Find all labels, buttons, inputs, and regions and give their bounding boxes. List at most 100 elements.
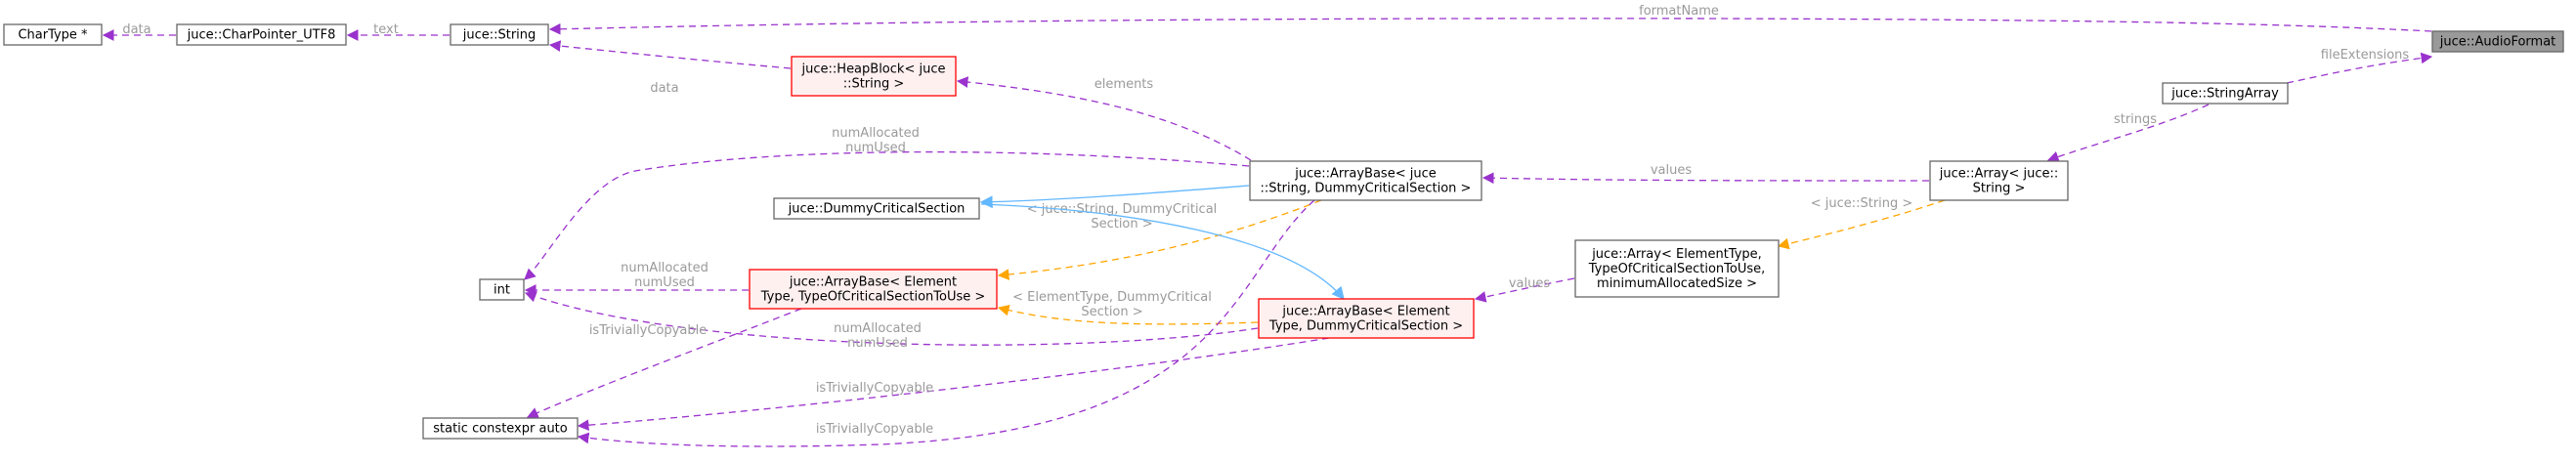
node-label: juce::Array< ElementType, bbox=[1591, 247, 1762, 262]
node-static_constexpr[interactable]: static constexpr auto bbox=[422, 417, 579, 440]
node-string[interactable]: juce::String bbox=[450, 23, 549, 46]
edge-usage-e20: isTriviallyCopyable bbox=[577, 199, 1315, 447]
node-charpointer[interactable]: juce::CharPointer_UTF8 bbox=[176, 23, 347, 46]
edge-template-e12: < juce::String > bbox=[1777, 196, 1946, 250]
edge-label: values bbox=[1509, 276, 1551, 291]
edge-usage-e2: fileExtensions bbox=[2286, 48, 2433, 84]
edge-label: numAllocated bbox=[832, 126, 920, 141]
node-chartype[interactable]: CharType * bbox=[3, 23, 103, 46]
edge-line bbox=[997, 199, 1322, 280]
edge-label: Section > bbox=[1091, 217, 1152, 232]
node-box bbox=[791, 56, 957, 97]
node-arraybase_generic[interactable]: juce::ArrayBase< ElementType, TypeOfCrit… bbox=[749, 269, 998, 310]
edge-label: strings bbox=[2114, 112, 2157, 127]
edge-label: numAllocated bbox=[834, 321, 922, 336]
edge-line bbox=[2286, 52, 2433, 84]
node-label: juce::ArrayBase< Element bbox=[1281, 305, 1449, 319]
node-int[interactable]: int bbox=[479, 278, 525, 301]
edge-line bbox=[577, 199, 1315, 447]
node-arraybase_string[interactable]: juce::ArrayBase< juce::String, DummyCrit… bbox=[1249, 160, 1482, 201]
node-box bbox=[1258, 298, 1475, 339]
node-box bbox=[749, 269, 998, 310]
edge-label: numUsed bbox=[847, 336, 908, 351]
edge-label: isTriviallyCopyable bbox=[816, 422, 933, 437]
node-label: int bbox=[494, 283, 510, 298]
node-label: CharType * bbox=[18, 28, 88, 43]
node-label: juce::ArrayBase< Element bbox=[789, 275, 957, 290]
node-box bbox=[3, 23, 103, 46]
node-box bbox=[2162, 82, 2289, 105]
edge-line bbox=[1481, 172, 1930, 185]
edge-label: < ElementType, DummyCritical bbox=[1012, 290, 1212, 305]
edge-usage-e6: elements bbox=[956, 76, 1252, 161]
edge-line bbox=[526, 308, 802, 419]
node-label: juce::DummyCriticalSection bbox=[788, 202, 966, 217]
node-dummycs[interactable]: juce::DummyCriticalSection bbox=[773, 197, 980, 220]
node-label: juce::String bbox=[462, 28, 537, 43]
edge-label: Section > bbox=[1081, 305, 1142, 319]
node-label: juce::Array< juce:: bbox=[1939, 167, 2059, 182]
node-stringarray[interactable]: juce::StringArray bbox=[2162, 82, 2289, 105]
edge-line bbox=[956, 76, 1252, 161]
edge-line bbox=[577, 337, 1330, 432]
edge-line bbox=[1474, 277, 1575, 303]
node-label: minimumAllocatedSize > bbox=[1597, 276, 1757, 291]
node-label: juce::AudioFormat bbox=[2439, 35, 2556, 50]
edge-line bbox=[524, 150, 1250, 280]
edge-label: < juce::String > bbox=[1811, 196, 1913, 211]
node-label: juce::ArrayBase< juce bbox=[1294, 167, 1436, 182]
node-box bbox=[479, 278, 525, 301]
node-box bbox=[422, 417, 579, 440]
edge-template-e11: < juce::String, DummyCriticalSection > bbox=[997, 199, 1322, 280]
edge-label: formatName bbox=[1639, 4, 1719, 19]
edge-usage-e18: isTriviallyCopyable bbox=[526, 308, 802, 419]
edge-line bbox=[2046, 104, 2210, 163]
node-label: juce::StringArray bbox=[2170, 87, 2279, 102]
edge-line bbox=[524, 291, 1259, 346]
edge-label: values bbox=[1651, 163, 1693, 178]
edge-template-e15: < ElementType, DummyCriticalSection > bbox=[997, 290, 1259, 325]
edge-usage-e16: values bbox=[1474, 276, 1575, 303]
edge-usage-e8: values bbox=[1481, 163, 1930, 185]
node-box bbox=[1929, 160, 2069, 201]
edge-label: text bbox=[373, 22, 399, 37]
edge-line bbox=[997, 304, 1259, 325]
edge-line bbox=[979, 185, 1250, 209]
edge-label: elements bbox=[1095, 77, 1154, 92]
edge-label: numUsed bbox=[634, 275, 695, 290]
node-box bbox=[773, 197, 980, 220]
edge-line bbox=[548, 40, 792, 69]
node-arraybase_element[interactable]: juce::ArrayBase< ElementType, DummyCriti… bbox=[1258, 298, 1475, 339]
edge-label: numAllocated bbox=[621, 261, 708, 275]
edge-line bbox=[1777, 199, 1946, 250]
node-box bbox=[1249, 160, 1482, 201]
edge-label: fileExtensions bbox=[2321, 48, 2410, 63]
edge-label: numUsed bbox=[845, 141, 906, 155]
node-label: Type, DummyCriticalSection > bbox=[1268, 319, 1463, 334]
node-label: ::String > bbox=[843, 77, 905, 92]
edge-label: isTriviallyCopyable bbox=[589, 323, 707, 338]
node-box bbox=[1574, 239, 1780, 298]
edge-usage-e3: text bbox=[346, 22, 450, 41]
node-audioformat[interactable]: juce::AudioFormat bbox=[2431, 30, 2564, 53]
edge-usage-e1: formatName bbox=[548, 4, 2432, 35]
edge-label: isTriviallyCopyable bbox=[816, 381, 933, 396]
node-label: Type, TypeOfCriticalSectionToUse > bbox=[760, 290, 986, 305]
node-label: ::String, DummyCriticalSection > bbox=[1261, 182, 1472, 196]
node-label: TypeOfCriticalSectionToUse, bbox=[1588, 262, 1766, 276]
edge-inherit-e14 bbox=[980, 203, 1345, 300]
node-array_generic[interactable]: juce::Array< ElementType,TypeOfCriticalS… bbox=[1574, 239, 1780, 298]
node-arraystring[interactable]: juce::Array< juce::String > bbox=[1929, 160, 2069, 201]
nodes-layer: juce::AudioFormat juce::String juce::CharP… bbox=[3, 23, 2564, 440]
node-heapblock[interactable]: juce::HeapBlock< juce::String > bbox=[791, 56, 957, 97]
edge-usage-e5: data bbox=[548, 40, 792, 96]
node-label: static constexpr auto bbox=[433, 422, 568, 437]
node-label: juce::CharPointer_UTF8 bbox=[187, 28, 336, 43]
edge-usage-e7: strings bbox=[2046, 104, 2210, 163]
edge-inherit-e10 bbox=[979, 185, 1250, 209]
node-label: juce::HeapBlock< juce bbox=[801, 63, 946, 77]
